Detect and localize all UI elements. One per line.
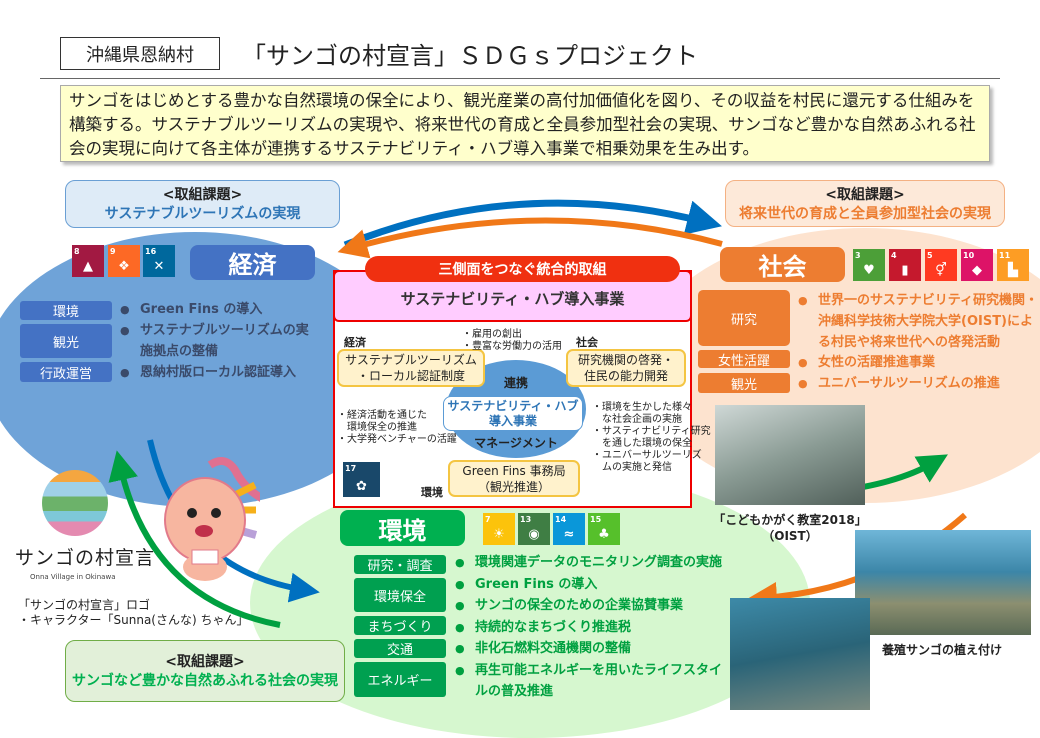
- economy-label: 行政運営: [20, 362, 112, 382]
- economy-title: 経済: [190, 245, 315, 280]
- society-bullets: 世界一のサステナビリティ研究機関・沖縄科学技術大学院大学(OIST)による村民や…: [798, 290, 1038, 394]
- coral-photo: [855, 530, 1031, 635]
- environment-label: 環境保全: [354, 578, 446, 612]
- society-label: 研究: [698, 290, 790, 346]
- logo-caption: 「サンゴの村宣言」ロゴ・キャラクター「Sunna(さんな) ちゃん」: [18, 598, 249, 627]
- society-kadai: <取組課題>将来世代の育成と全員参加型社会の実現: [725, 180, 1005, 227]
- oist-photo: [715, 405, 865, 505]
- summary-box: サンゴをはじめとする豊かな自然環境の保全により、観光産業の高付加価値化を図り、そ…: [60, 85, 990, 162]
- sdg-8-icon: 8▲: [72, 245, 104, 277]
- environment-label: 交通: [354, 639, 446, 658]
- circle-bottom-label: マネージメント: [474, 436, 558, 450]
- sdg-16-icon: 16✕: [143, 245, 175, 277]
- page-title: 「サンゴの村宣言」ＳＤＧｓプロジェクト: [242, 42, 698, 70]
- center-env-box: Green Fins 事務局（観光推進）: [448, 460, 580, 497]
- center-econ-box: サステナブルツーリズム・ローカル認証制度: [337, 349, 485, 387]
- arrow-society-to-economy: [337, 217, 723, 259]
- center-econ-label: 経済: [344, 336, 366, 349]
- coral-caption: 養殖サンゴの植え付け: [882, 643, 1003, 657]
- diver-photo: [730, 598, 870, 710]
- sdg-11-icon: 11▙: [997, 249, 1029, 281]
- logo-mark: [42, 470, 108, 536]
- environment-label: 研究・調査: [354, 555, 446, 574]
- logo-sub: Onna Village in Okinawa: [30, 573, 116, 581]
- economy-label: 環境: [20, 301, 112, 320]
- sdg-7-icon: 7☀: [483, 513, 515, 545]
- sdg-10-icon: 10◆: [961, 249, 993, 281]
- sdg-15-icon: 15♣: [588, 513, 620, 545]
- hub-banner: 三側面をつなぐ統合的取組: [365, 256, 680, 282]
- environment-label: エネルギー: [354, 662, 446, 697]
- environment-bullets: 環境関連データのモニタリング調査の実施 Green Fins の導入 サンゴの保…: [455, 552, 730, 703]
- hub-core: サステナビリティ・ハブ導入事業: [443, 396, 583, 431]
- economy-kadai: <取組課題>サステナブルツーリズムの実現: [65, 180, 340, 228]
- sdg-14-icon: 14≈: [553, 513, 585, 545]
- center-soc-box: 研究機関の啓発・住民の能力開発: [566, 349, 686, 387]
- economy-bullets: Green Fins の導入 サステナブルツーリズムの実施拠点の整備 恩納村版ロ…: [120, 299, 320, 383]
- center-env-label: 環境: [421, 486, 443, 499]
- circle-top-label: 連携: [503, 376, 528, 390]
- environment-title: 環境: [340, 510, 465, 546]
- economy-label: 観光: [20, 324, 112, 358]
- logo-name: サンゴの村宣言: [15, 547, 156, 569]
- environment-kadai: <取組課題>サンゴなど豊かな自然あふれる社会の実現: [65, 640, 345, 702]
- arrow-environment-to-economy: [108, 450, 281, 628]
- center-soc-label: 社会: [576, 336, 598, 349]
- sdg-5-icon: 5⚥: [925, 249, 957, 281]
- arrow-economy-to-society: [343, 199, 722, 249]
- sdg-4-icon: 4▮: [889, 249, 921, 281]
- sdg-17-icon: 17✿: [343, 462, 380, 497]
- oist-caption: 「こどもかがく教室2018」（OIST）: [713, 513, 867, 543]
- location-label: 沖縄県恩納村: [60, 37, 220, 70]
- top-notes: ・雇用の創出・豊富な労働力の活用: [462, 329, 562, 352]
- society-label: 観光: [698, 373, 790, 393]
- sdg-3-icon: 3♥: [853, 249, 885, 281]
- society-label: 女性活躍: [698, 350, 790, 369]
- sdg-9-icon: 9❖: [108, 245, 140, 277]
- environment-label: まちづくり: [354, 616, 446, 635]
- sdg-13-icon: 13◉: [518, 513, 550, 545]
- left-notes: ・経済活動を通じた 環境保全の推進・大学発ベンチャーの活躍: [337, 410, 457, 445]
- header-divider: [40, 78, 1000, 79]
- society-title: 社会: [720, 247, 845, 282]
- right-notes: ・環境を生かした様々 な社会企画の実施・サスティナビリティ研究 を通した環境の保…: [592, 402, 711, 473]
- sunna-mascot: [164, 457, 260, 581]
